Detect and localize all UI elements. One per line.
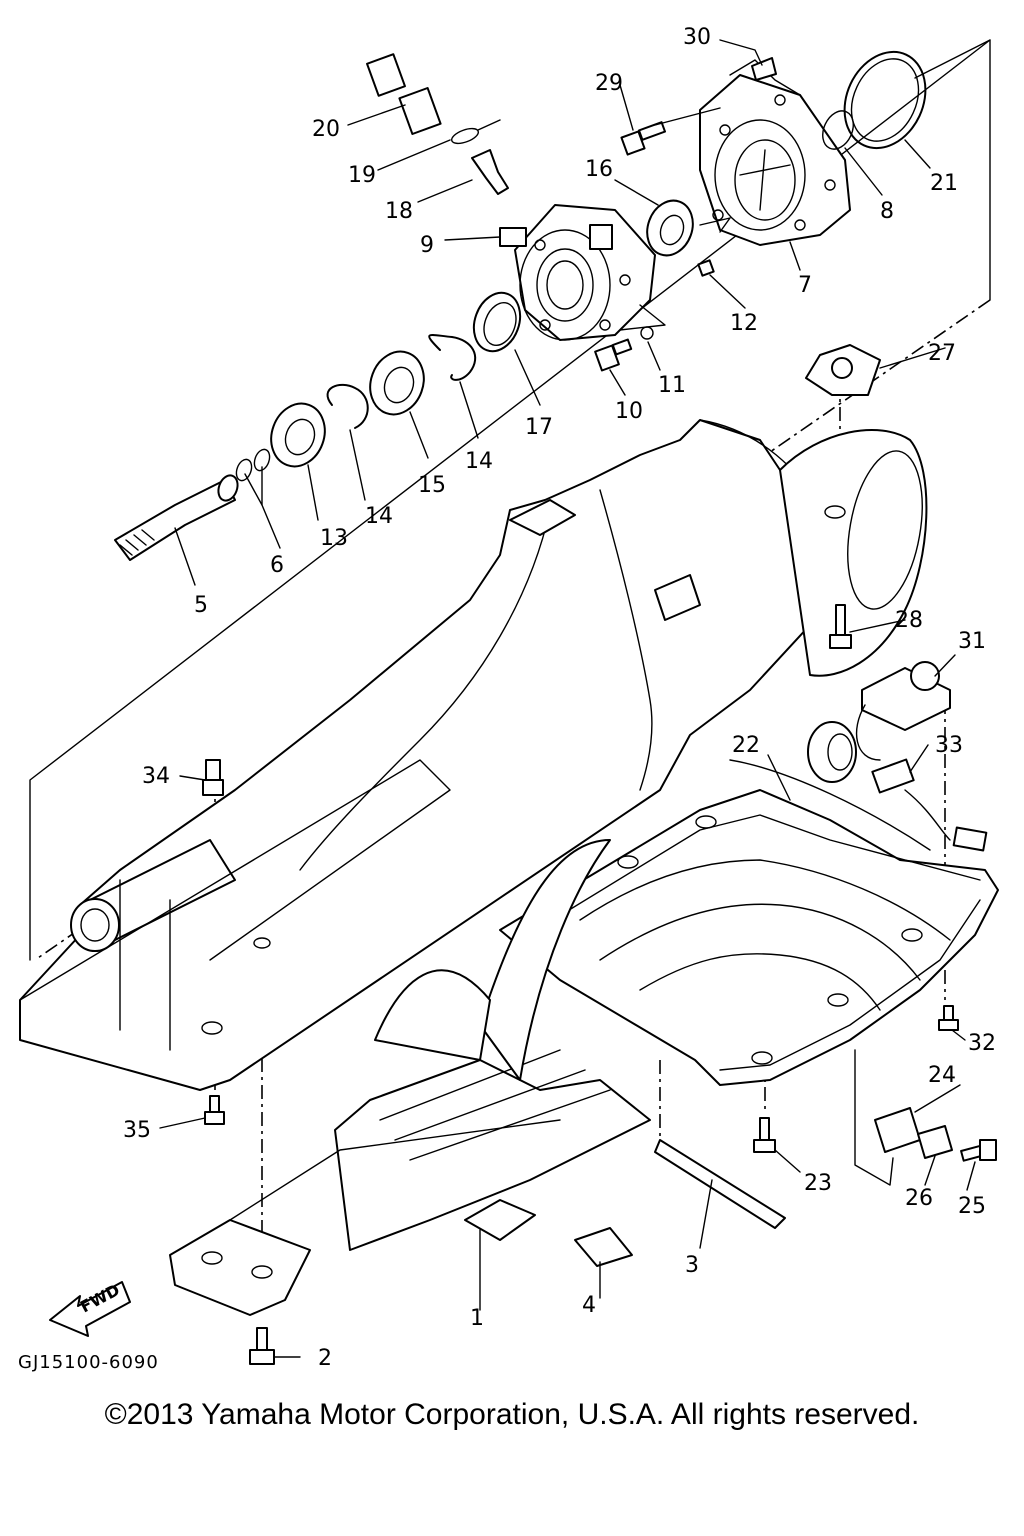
callout-34: 34 — [142, 764, 170, 789]
callout-6: 6 — [270, 553, 284, 578]
callout-25: 25 — [958, 1194, 986, 1219]
fwd-arrow: FWD — [49, 1280, 131, 1337]
bolt-28-icon — [829, 604, 852, 649]
piece-26-icon — [917, 1125, 953, 1159]
callout-12: 12 — [730, 311, 758, 336]
callout-26: 26 — [905, 1186, 933, 1211]
bolt-32-icon — [938, 1005, 959, 1031]
intake-grate-assembly — [169, 839, 786, 1316]
jet-pump-housing-assembly — [366, 50, 927, 372]
callout-15: 15 — [418, 473, 446, 498]
callout-14-lower: 14 — [365, 504, 393, 529]
copyright-notice: ©2013 Yamaha Motor Corporation, U.S.A. A… — [104, 1398, 920, 1431]
intake-duct-body — [19, 419, 928, 1091]
callout-23: 23 — [804, 1171, 832, 1196]
callout-17: 17 — [525, 415, 553, 440]
callout-4: 4 — [582, 1293, 596, 1318]
callout-31: 31 — [958, 629, 986, 654]
part-code: GJ15100-6090 — [18, 1352, 159, 1373]
callout-30: 30 — [683, 25, 711, 50]
callout-18: 18 — [385, 199, 413, 224]
fasteners — [202, 604, 997, 1365]
callout-labels: 1 2 3 4 5 6 7 8 9 10 11 12 13 14 14 15 1… — [123, 25, 996, 1371]
callout-8: 8 — [880, 199, 894, 224]
callout-22: 22 — [732, 733, 760, 758]
callout-16: 16 — [585, 157, 613, 182]
callout-29: 29 — [595, 71, 623, 96]
callout-21: 21 — [930, 171, 958, 196]
callout-28: 28 — [895, 608, 923, 633]
callout-3: 3 — [685, 1253, 699, 1278]
callout-33: 33 — [935, 733, 963, 758]
callout-27: 27 — [928, 341, 956, 366]
callout-5: 5 — [194, 593, 208, 618]
callout-35: 35 — [123, 1118, 151, 1143]
ride-plate — [499, 759, 999, 1086]
piece-24-icon — [874, 1107, 921, 1153]
sensor-assembly — [805, 344, 988, 852]
callout-32: 32 — [968, 1031, 996, 1056]
leader-lines — [159, 39, 991, 1358]
callout-13: 13 — [320, 526, 348, 551]
drive-shaft-assembly — [114, 333, 477, 561]
bolt-25-icon — [960, 1139, 997, 1162]
callout-19: 19 — [348, 163, 376, 188]
bolt-35-icon — [204, 1095, 225, 1125]
callout-7: 7 — [798, 273, 812, 298]
callout-10: 10 — [615, 399, 643, 424]
callout-9: 9 — [420, 233, 434, 258]
callout-2: 2 — [318, 1346, 332, 1371]
callout-20: 20 — [312, 117, 340, 142]
callout-24: 24 — [928, 1063, 956, 1088]
callout-1: 1 — [470, 1306, 484, 1331]
bolt-2-icon — [249, 1327, 275, 1365]
callout-14-upper: 14 — [465, 449, 493, 474]
bolt-23-icon — [753, 1117, 776, 1153]
bolt-34-icon — [202, 759, 224, 796]
callout-11: 11 — [658, 373, 686, 398]
